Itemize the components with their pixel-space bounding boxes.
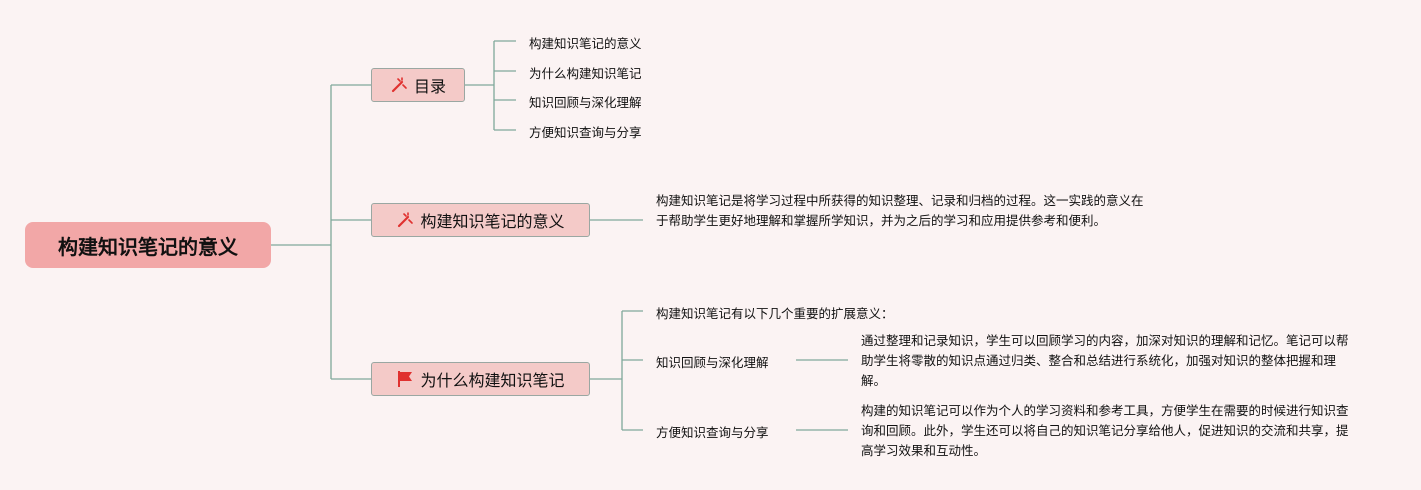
topic-why[interactable]: 为什么构建知识笔记 [371, 362, 590, 396]
magic-wand-icon [398, 212, 414, 228]
subtopic-review[interactable]: 知识回顾与深化理解 [656, 355, 769, 370]
why-intro[interactable]: 构建知识笔记有以下几个重要的扩展意义： [656, 306, 894, 321]
share-description: 构建的知识笔记可以作为个人的学习资料和参考工具，方便学生在需要的时候进行知识查询… [861, 403, 1349, 458]
topic-toc-label: 目录 [413, 77, 446, 96]
meaning-description: 构建知识笔记是将学习过程中所获得的知识整理、记录和归档的过程。这一实践的意义在于… [656, 193, 1144, 228]
review-description: 通过整理和记录知识，学生可以回顾学习的内容，加深对知识的理解和记忆。笔记可以帮助… [861, 333, 1349, 388]
root-topic-label: 构建知识笔记的意义 [58, 234, 238, 259]
root-topic[interactable]: 构建知识笔记的意义 [25, 222, 271, 268]
toc-item[interactable]: 构建知识笔记的意义 [529, 36, 642, 51]
toc-item[interactable]: 方便知识查询与分享 [529, 125, 642, 140]
magic-wand-icon [391, 77, 407, 93]
toc-item[interactable]: 为什么构建知识笔记 [529, 66, 642, 81]
topic-why-label: 为什么构建知识笔记 [420, 371, 565, 390]
topic-meaning[interactable]: 构建知识笔记的意义 [371, 203, 590, 237]
topic-meaning-label: 构建知识笔记的意义 [420, 212, 565, 231]
red-flag-icon [398, 371, 413, 387]
topic-toc[interactable]: 目录 [371, 68, 465, 102]
toc-item[interactable]: 知识回顾与深化理解 [529, 95, 642, 110]
subtopic-share[interactable]: 方便知识查询与分享 [656, 425, 769, 440]
